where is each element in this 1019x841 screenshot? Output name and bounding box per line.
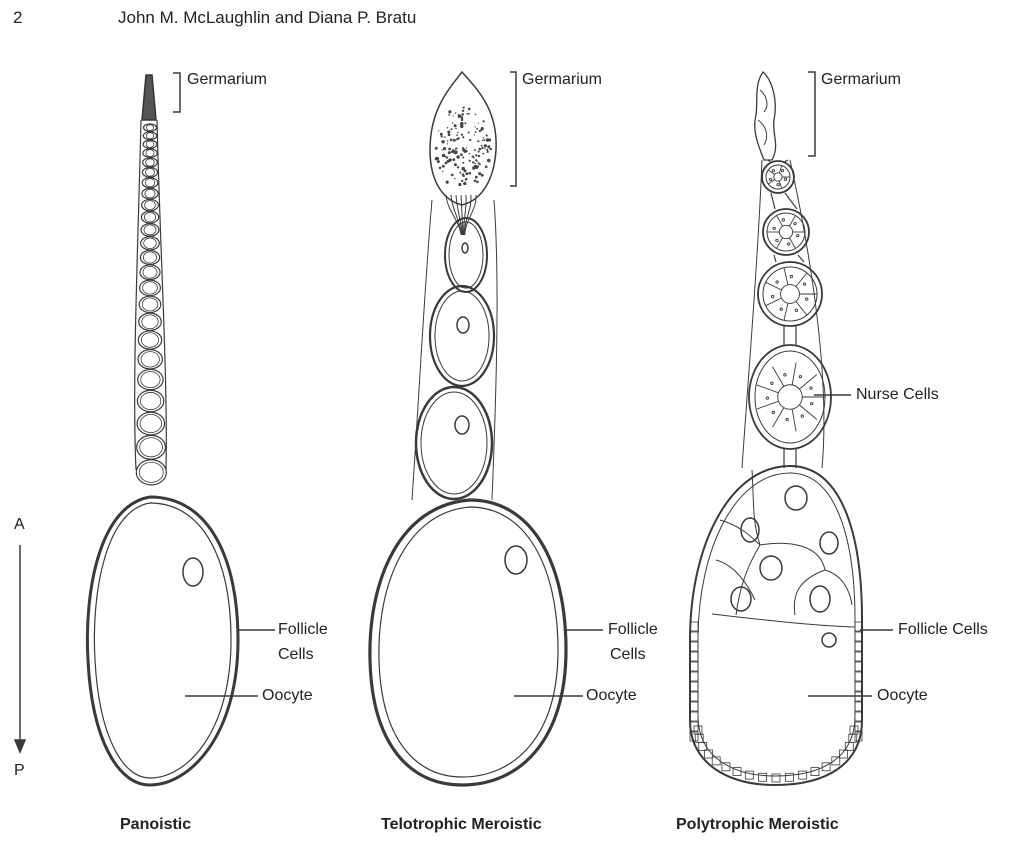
polytrophic-nurse-nucleus	[810, 586, 830, 612]
panoistic-oocyte-chain	[136, 124, 166, 485]
telotrophic-germarium	[430, 72, 496, 205]
panoistic-follicle	[137, 412, 165, 435]
posterior-label: P	[14, 762, 25, 780]
polytrophic-caption: Polytrophic Meroistic	[676, 816, 839, 834]
panoistic-follicle	[137, 390, 163, 411]
polytrophic-oocyte-label: Oocyte	[877, 686, 928, 706]
panoistic-follicle	[138, 331, 161, 349]
polytrophic-nurse-nucleus	[760, 556, 782, 580]
panoistic-follicle	[137, 435, 166, 459]
polytrophic-germarium	[755, 72, 776, 160]
telotrophic-follicle-3-nucleus	[455, 416, 469, 434]
telotrophic-oocyte-inner	[379, 507, 558, 777]
panoistic-follicle	[142, 188, 158, 199]
panoistic-follicle	[142, 199, 159, 210]
panoistic-caption: Panoistic	[120, 816, 191, 834]
telotrophic-caption: Telotrophic Meroistic	[381, 816, 542, 834]
telotrophic-follicle-2-inner	[435, 291, 489, 381]
telotrophic-follicle-3	[416, 387, 492, 499]
telotrophic-follicle-2-nucleus	[457, 317, 469, 333]
polytrophic-stage-chamber-outer	[690, 466, 862, 785]
polytrophic-stalk	[768, 160, 804, 468]
panoistic-oocyte-label: Oocyte	[262, 686, 313, 706]
telotrophic-germarium-label: Germarium	[522, 70, 602, 90]
polytrophic-oocyte-nucleus	[822, 633, 836, 647]
panoistic-ovariole	[87, 73, 275, 785]
telotrophic-follicle-1-inner	[449, 222, 483, 288]
panoistic-follicle	[136, 460, 166, 485]
panoistic-follicle	[138, 369, 163, 389]
telotrophic-ovariole	[370, 72, 603, 785]
polytrophic-nurse-nucleus	[785, 486, 807, 510]
polytrophic-ovariole	[690, 72, 893, 785]
panoistic-follicle	[143, 140, 157, 148]
polytrophic-nurse-nucleus	[820, 532, 838, 554]
telotrophic-germarium-bracket	[510, 72, 516, 186]
telotrophic-follicle-label-line2: Cells	[610, 645, 646, 665]
telotrophic-germarium-nuclei	[435, 107, 492, 187]
panoistic-germarium-label: Germarium	[187, 70, 267, 90]
panoistic-germarium-bracket	[173, 73, 180, 112]
panoistic-follicle-label-line1: Follicle	[278, 620, 328, 640]
anterior-posterior-arrow	[15, 545, 25, 752]
telotrophic-oocyte-label: Oocyte	[586, 686, 637, 706]
telotrophic-follicle-1-nucleus	[462, 243, 468, 253]
panoistic-follicle	[143, 158, 158, 167]
anterior-label: A	[14, 516, 25, 534]
polytrophic-germarium-bracket	[808, 72, 815, 156]
panoistic-nucleus	[183, 558, 203, 586]
panoistic-oocyte-inner	[94, 503, 231, 778]
polytrophic-nurse-cells-label: Nurse Cells	[856, 385, 939, 405]
panoistic-follicle	[143, 149, 157, 158]
panoistic-follicle-label-line2: Cells	[278, 645, 314, 665]
telotrophic-nucleus	[505, 546, 527, 574]
polytrophic-germarium-label: Germarium	[821, 70, 901, 90]
polytrophic-follicle-label: Follicle Cells	[898, 620, 988, 640]
panoistic-follicle	[138, 350, 162, 369]
panoistic-follicle	[142, 178, 158, 188]
telotrophic-sheath	[412, 200, 497, 500]
telotrophic-follicle-2	[430, 286, 494, 386]
panoistic-germarium-tip	[142, 75, 156, 120]
polytrophic-stage-chamber-inner	[698, 473, 855, 776]
panoistic-oocyte-outer	[87, 497, 238, 785]
polytrophic-germarium-cells	[758, 90, 767, 145]
panoistic-follicle	[142, 168, 157, 178]
telotrophic-follicle-3-inner	[421, 392, 487, 494]
telotrophic-follicle-label-line1: Follicle	[608, 620, 658, 640]
